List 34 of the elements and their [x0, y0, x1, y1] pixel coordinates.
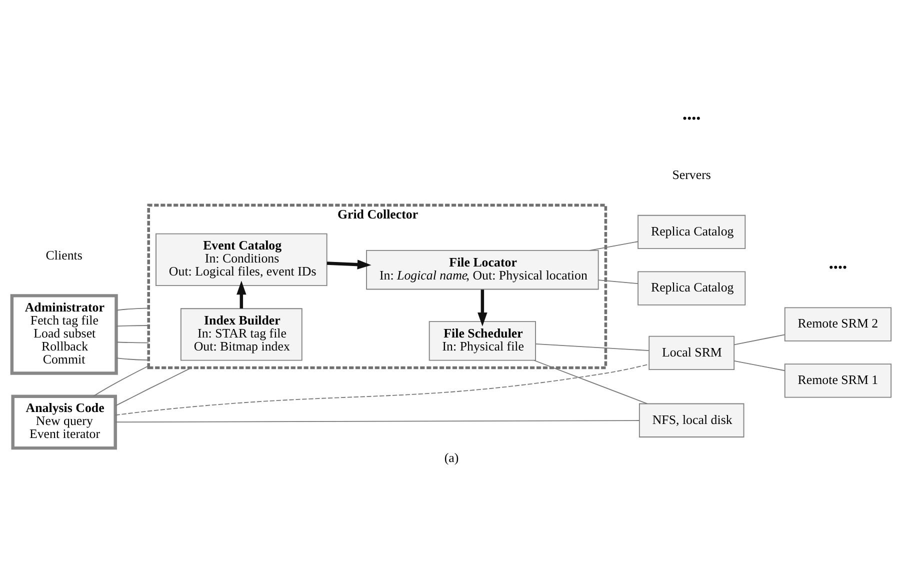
- connector: [116, 341, 150, 343]
- caption: (a): [444, 450, 459, 465]
- node-box: Remote SRM 1: [784, 363, 892, 398]
- node-box: Analysis Code New query Event iterator: [11, 394, 117, 450]
- label: ••••: [828, 258, 848, 274]
- node-box: File Scheduler In: Physical file: [428, 320, 536, 360]
- arrow: [478, 289, 488, 326]
- arrow: [326, 259, 372, 269]
- connector: [114, 420, 640, 422]
- arrow: [236, 280, 246, 308]
- node-box: Administrator Fetch tag file Load subset Rollback Commit: [10, 294, 118, 374]
- node-box: NFS, local disk: [638, 402, 744, 437]
- connector: [598, 279, 638, 284]
- node-box: File Locator In: Logical name, Out: Physical location: [366, 249, 599, 290]
- node-box: Replica Catalog: [638, 270, 746, 305]
- label: Servers: [672, 166, 711, 182]
- connector: [534, 359, 648, 404]
- node-box: Replica Catalog: [638, 214, 746, 249]
- connector: [116, 324, 150, 326]
- connector: [115, 366, 192, 406]
- connector: [734, 360, 786, 371]
- node-box: Event Catalog In: Conditions Out: Logical files, event IDs: [156, 232, 328, 286]
- connector: [589, 240, 638, 250]
- label: Clients: [46, 246, 82, 262]
- connector: [116, 357, 150, 360]
- node-box: Index Builder In: STAR tag file Out: Bitmap index: [180, 308, 302, 360]
- label: ••••: [682, 110, 701, 126]
- connector: [535, 343, 650, 350]
- connector: [734, 334, 786, 345]
- node-box: Remote SRM 2: [784, 306, 892, 341]
- node-box: Local SRM: [648, 335, 735, 370]
- connector: [93, 364, 150, 396]
- connector: [116, 307, 150, 310]
- connector: [114, 363, 650, 416]
